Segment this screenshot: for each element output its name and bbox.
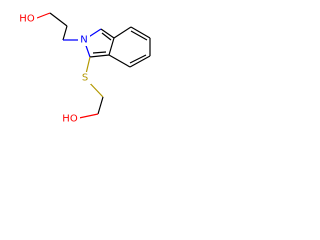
nitrogen-label: N: [80, 35, 87, 46]
bond-c-o-bottom: [78, 113, 99, 119]
ho-top-label: HO: [19, 14, 35, 25]
bond-c7-c7a: [108, 54, 131, 68]
atom-ho-top: HO: [18, 13, 37, 25]
bond-c6-c7: [129, 55, 151, 68]
bond-c4-c5-double: [130, 30, 148, 41]
atom-nitrogen: N: [78, 34, 90, 46]
bond-o-c-top: [36, 12, 51, 19]
bond-c4-c5: [130, 26, 151, 39]
bond-c3-c3a: [100, 28, 115, 39]
bond-c7a-c1: [89, 54, 110, 58]
bond-c6-c7-double: [129, 54, 147, 64]
sulfur-label: S: [82, 73, 88, 84]
bond-c-c-top-2: [62, 25, 68, 41]
structure-diagram: HO N S HO: [18, 12, 151, 125]
bond-c3a-c4: [113, 26, 132, 39]
atom-sulfur: S: [79, 72, 91, 84]
bond-c-c-bottom: [97, 96, 104, 115]
bond-c-c-top-1: [49, 12, 68, 27]
bond-c7a-c1-double: [92, 51, 107, 54]
bond-c3-c3a-double: [101, 32, 112, 41]
atom-ho-bottom: HO: [60, 112, 80, 125]
bond-c3a-c7a: [108, 37, 115, 56]
ho-bottom-label: HO: [62, 114, 78, 125]
